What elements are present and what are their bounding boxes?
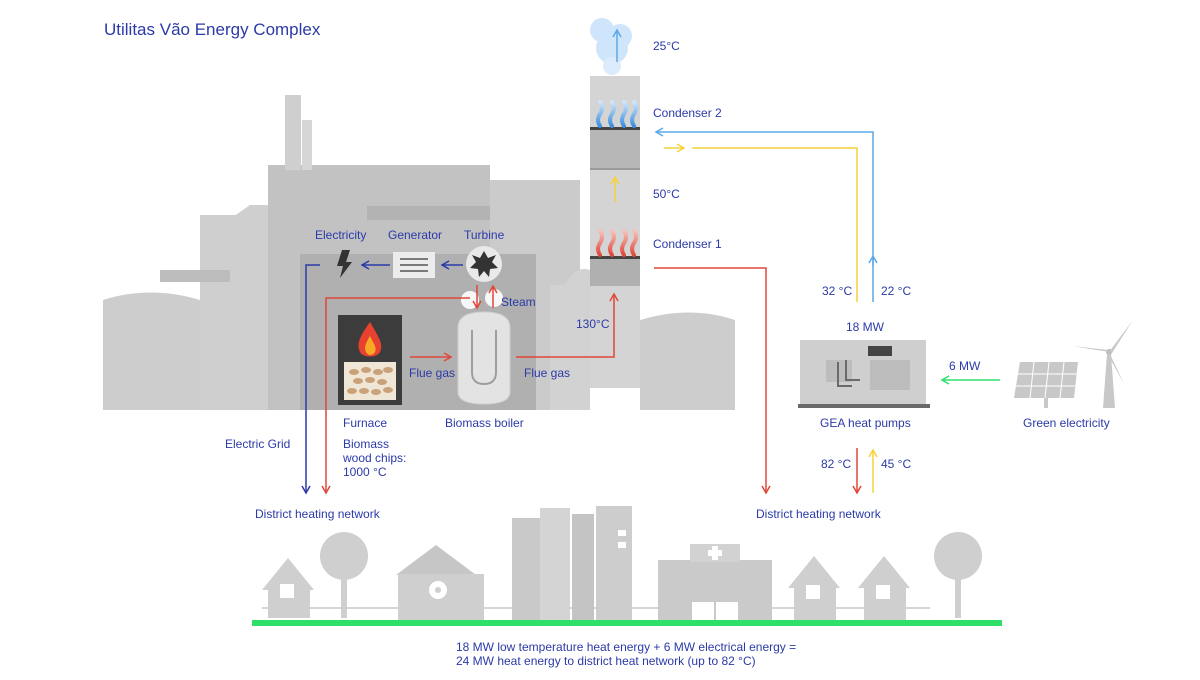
label-generator: Generator: [388, 228, 443, 242]
condenser-loop: [654, 127, 878, 495]
label-green-electricity: Green electricity: [1023, 416, 1110, 430]
label-district-left: District heating network: [255, 507, 380, 521]
label-electricity: Electricity: [315, 228, 367, 242]
label-district-right: District heating network: [756, 507, 881, 521]
exhaust-cloud: [590, 18, 632, 75]
page-title: Utilitas Vão Energy Complex: [104, 20, 321, 39]
biomass-boiler: [457, 289, 511, 405]
label-18mw: 18 MW: [846, 320, 885, 334]
solar-panel-icon: [1014, 361, 1078, 408]
label-gea-heat-pumps: GEA heat pumps: [820, 416, 911, 430]
footer-line-2: 24 MW heat energy to district heat netwo…: [456, 654, 756, 668]
town-skyline: [262, 506, 982, 620]
label-furnace: Furnace: [343, 416, 388, 430]
footer-summary: 18 MW low temperature heat energy + 6 MW…: [456, 640, 796, 668]
label-temp-mid: 50°C: [653, 187, 680, 201]
label-6mw: 6 MW: [949, 359, 981, 373]
wood-chips-icon: [347, 367, 393, 395]
electric-flow: [301, 260, 463, 495]
fire-icon: [358, 322, 382, 357]
generator-icon: [393, 252, 435, 278]
condenser2-waves: [596, 100, 638, 128]
label-temp-82: 82 °C: [821, 457, 852, 471]
condenser1-waves: [596, 229, 638, 257]
lightning-icon: [337, 250, 352, 278]
label-temp-32: 32 °C: [822, 284, 853, 298]
heat-pump-unit: [798, 340, 930, 408]
heat-flow-left: [321, 284, 619, 495]
label-condenser1: Condenser 1: [653, 237, 722, 251]
label-temp-top: 25°C: [653, 39, 680, 53]
label-temp-flue: 130°C: [576, 317, 610, 331]
furnace: [338, 315, 402, 405]
ground-line: [252, 620, 1002, 626]
label-turbine: Turbine: [464, 228, 505, 242]
label-temp-22: 22 °C: [881, 284, 912, 298]
label-temp-45: 45 °C: [881, 457, 912, 471]
label-biomass: Biomass wood chips: 1000 °C: [343, 437, 407, 479]
label-biomass-boiler: Biomass boiler: [445, 416, 524, 430]
turbine-icon: [466, 246, 502, 282]
footer-line-1: 18 MW low temperature heat energy + 6 MW…: [456, 640, 797, 654]
label-condenser2: Condenser 2: [653, 106, 722, 120]
label-steam: Steam: [501, 295, 536, 309]
wind-turbine-icon: [1072, 320, 1133, 408]
label-flue-gas-2: Flue gas: [524, 366, 571, 380]
label-flue-gas-1: Flue gas: [409, 366, 456, 380]
label-electric-grid: Electric Grid: [225, 437, 291, 451]
